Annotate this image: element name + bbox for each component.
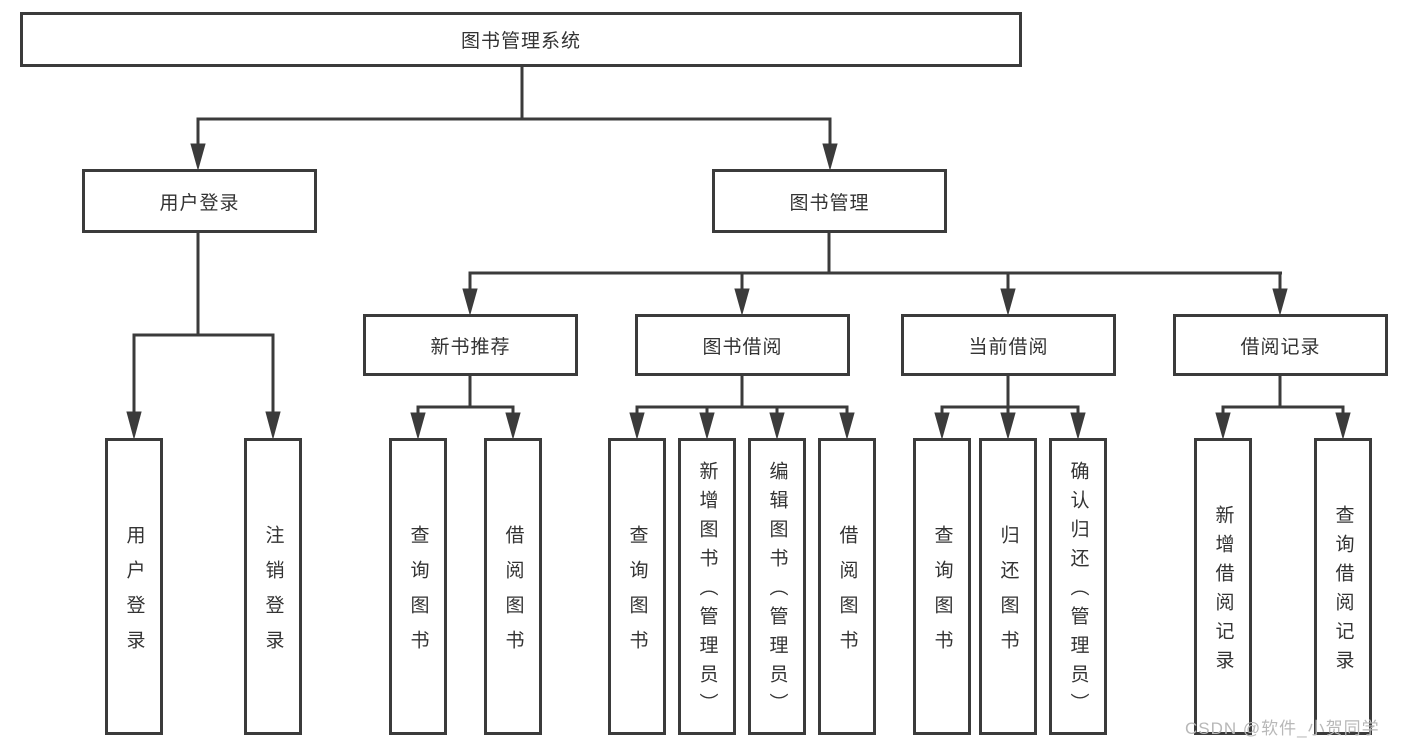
leaf-edit-book-admin: 编辑图书（管理员） (748, 438, 806, 735)
node-current-borrow-label: 当前借阅 (968, 336, 1049, 358)
node-root-system: 图书管理系统 (20, 12, 1022, 67)
connector-user-login-children (126, 233, 281, 440)
leaf-return-book: 归还图书 (979, 438, 1037, 735)
leaf-edit-book-admin-label: 编辑图书（管理员） (766, 461, 788, 722)
leaf-query-books-borrow: 查询图书 (608, 438, 666, 735)
connector-book-borrow-children (629, 376, 855, 440)
leaf-return-book-label: 归还图书 (997, 524, 1019, 665)
leaf-logout: 注销登录 (244, 438, 302, 735)
leaf-user-login: 用户登录 (105, 438, 163, 735)
leaf-add-book-admin-label: 新增图书（管理员） (696, 461, 718, 722)
connector-root-to-level2 (190, 67, 838, 171)
leaf-logout-label: 注销登录 (262, 524, 284, 665)
leaf-borrow-books: 借阅图书 (818, 438, 876, 735)
leaf-query-books-recommend-label: 查询图书 (407, 524, 429, 665)
leaf-borrow-books-recommend: 借阅图书 (484, 438, 542, 735)
node-book-borrow-label: 图书借阅 (702, 336, 783, 358)
leaf-confirm-return-admin-label: 确认归还（管理员） (1067, 461, 1089, 722)
node-user-login-label: 用户登录 (159, 192, 240, 214)
leaf-user-login-label: 用户登录 (123, 524, 145, 665)
node-borrow-records: 借阅记录 (1173, 314, 1388, 376)
connector-current-borrow-children (934, 376, 1086, 440)
node-new-book-recommend: 新书推荐 (363, 314, 578, 376)
node-current-borrow: 当前借阅 (901, 314, 1116, 376)
leaf-query-books-recommend: 查询图书 (389, 438, 447, 735)
leaf-borrow-books-recommend-label: 借阅图书 (502, 524, 524, 665)
connector-book-mgmt-children (462, 233, 1288, 316)
leaf-add-book-admin: 新增图书（管理员） (678, 438, 736, 735)
leaf-query-books-borrow-label: 查询图书 (626, 524, 648, 665)
node-book-management-label: 图书管理 (789, 192, 870, 214)
connector-new-book-children (410, 376, 521, 440)
leaf-add-borrow-record: 新增借阅记录 (1194, 438, 1252, 735)
node-new-book-recommend-label: 新书推荐 (430, 336, 511, 358)
leaf-query-borrow-record: 查询借阅记录 (1314, 438, 1372, 735)
node-root-label: 图书管理系统 (460, 31, 581, 52)
leaf-query-books-current-label: 查询图书 (931, 524, 953, 665)
node-book-borrow: 图书借阅 (635, 314, 850, 376)
node-user-login: 用户登录 (82, 169, 317, 233)
leaf-borrow-books-label: 借阅图书 (836, 524, 858, 665)
node-borrow-records-label: 借阅记录 (1240, 336, 1321, 358)
connector-borrow-records-children (1215, 376, 1351, 440)
csdn-watermark: CSDN @软件_小贺同学 (1185, 719, 1380, 738)
node-book-management: 图书管理 (712, 169, 947, 233)
leaf-confirm-return-admin: 确认归还（管理员） (1049, 438, 1107, 735)
leaf-query-books-current: 查询图书 (913, 438, 971, 735)
leaf-query-borrow-record-label: 查询借阅记录 (1332, 504, 1354, 679)
leaf-add-borrow-record-label: 新增借阅记录 (1212, 504, 1234, 679)
